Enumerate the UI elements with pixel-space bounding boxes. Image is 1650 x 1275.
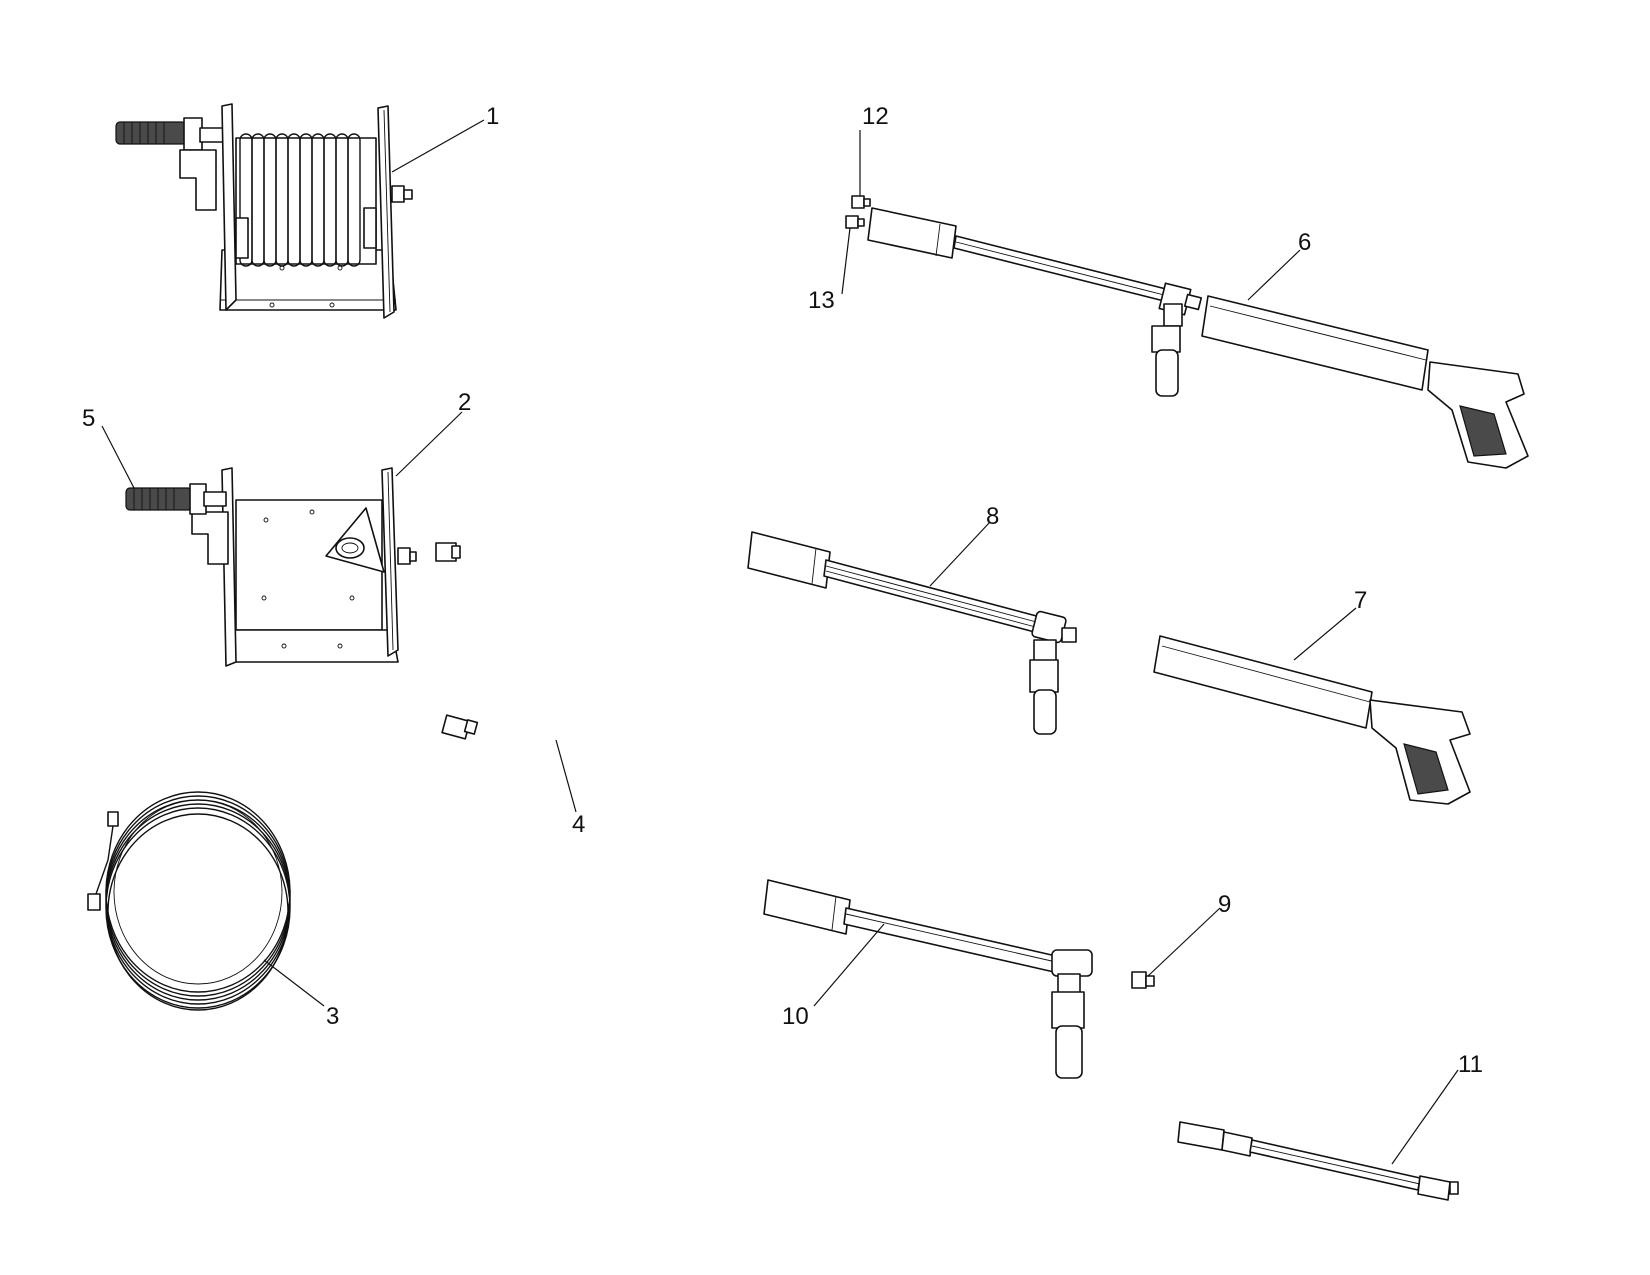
callout-numbers: 1 2 3 4 5 6 7 8 9 10 11 12 13 (82, 103, 1483, 1078)
part-6-gun-and-lance-assembly (867, 207, 1529, 469)
callout-9: 9 (1218, 891, 1231, 918)
callout-leaders (101, 119, 1459, 1165)
part-3-coiled-hose (87, 791, 291, 1011)
part-7-trigger-gun (1153, 635, 1471, 805)
callout-7: 7 (1354, 587, 1367, 614)
part-13-nozzle-tip (845, 215, 865, 229)
part-9-fitting (1131, 971, 1155, 989)
part-8-lance-with-grip (747, 531, 1077, 735)
part-4-whip-hose (435, 542, 705, 740)
callout-12: 12 (862, 103, 889, 130)
part-2-hose-reel-frame (191, 467, 417, 667)
part-10-lance-with-grip (763, 879, 1093, 1079)
callout-4: 4 (572, 811, 585, 838)
callout-8: 8 (986, 503, 999, 530)
part-5-crank-handle (125, 483, 227, 515)
callout-11: 11 (1458, 1051, 1483, 1078)
callout-10: 10 (782, 1003, 809, 1030)
part-12-nozzle-tip (851, 195, 871, 209)
part-1-hose-reel-with-hose (115, 103, 413, 319)
callout-2: 2 (458, 389, 471, 416)
callout-5: 5 (82, 405, 95, 432)
part-11-nozzle-wand (1177, 1121, 1459, 1201)
callout-3: 3 (326, 1003, 339, 1030)
callout-1: 1 (486, 103, 499, 130)
callout-13: 13 (808, 287, 835, 314)
callout-6: 6 (1298, 229, 1311, 256)
